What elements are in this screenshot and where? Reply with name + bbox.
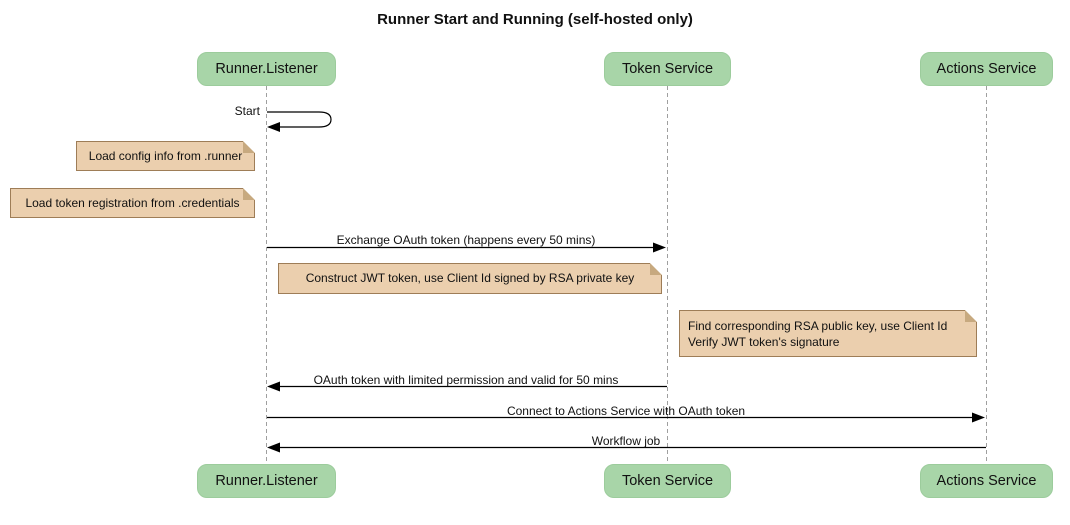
- note-line-1: Find corresponding RSA public key, use C…: [688, 319, 948, 333]
- note-load-config: Load config info from .runner: [76, 141, 255, 171]
- actor-label: Runner.Listener: [215, 61, 318, 77]
- actor-label: Token Service: [621, 61, 714, 77]
- actor-label: Runner.Listener: [215, 473, 318, 489]
- actor-label: Actions Service: [936, 61, 1037, 77]
- note-find-rsa-key: Find corresponding RSA public key, use C…: [679, 310, 977, 357]
- actor-label: Token Service: [621, 473, 714, 489]
- message-label-start: Start: [234, 104, 260, 118]
- self-message-arrow-line: [267, 111, 332, 128]
- actor-label: Actions Service: [936, 473, 1037, 489]
- message-label-oauth-return: OAuth token with limited permission and …: [313, 373, 619, 387]
- note-construct-jwt: Construct JWT token, use Client Id signe…: [278, 263, 662, 294]
- actor-runner-listener-top: Runner.Listener: [197, 52, 336, 86]
- actor-runner-listener-bottom: Runner.Listener: [197, 464, 336, 498]
- message-label-workflow-job: Workflow job: [591, 434, 661, 448]
- actor-token-service-bottom: Token Service: [604, 464, 731, 498]
- message-label-connect-actions: Connect to Actions Service with OAuth to…: [506, 404, 746, 418]
- actor-token-service-top: Token Service: [604, 52, 731, 86]
- arrowhead-left-runner-1: [267, 381, 280, 392]
- message-label-exchange-oauth: Exchange OAuth token (happens every 50 m…: [336, 233, 596, 247]
- note-line-2: Verify JWT token's signature: [688, 335, 840, 349]
- arrowhead-right-token: [653, 242, 666, 253]
- actor-actions-service-top: Actions Service: [920, 52, 1053, 86]
- diagram-title: Runner Start and Running (self-hosted on…: [377, 11, 693, 28]
- self-message-arrowhead: [267, 122, 280, 132]
- actor-actions-service-bottom: Actions Service: [920, 464, 1053, 498]
- arrowhead-right-actions: [972, 412, 985, 423]
- arrowhead-left-runner-2: [267, 442, 280, 453]
- note-load-token-registration: Load token registration from .credential…: [10, 188, 255, 218]
